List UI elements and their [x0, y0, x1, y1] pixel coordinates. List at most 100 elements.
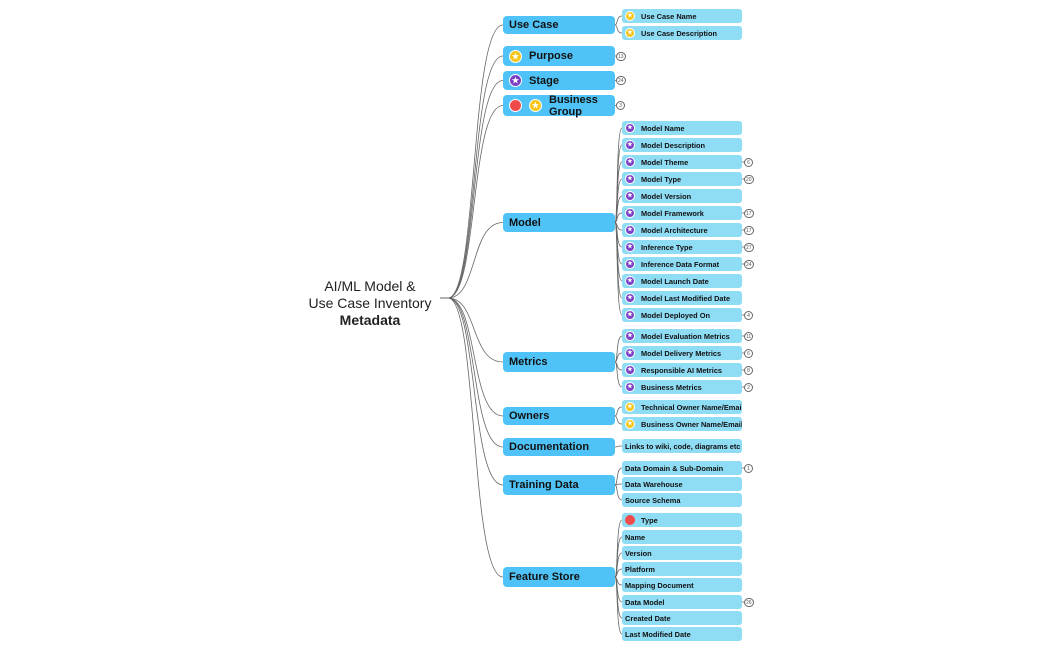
connector-line — [614, 178, 623, 223]
connector-line — [614, 576, 623, 603]
leaf-model-version[interactable]: ★Model Version — [622, 189, 742, 203]
leaf-count-badge[interactable]: 17 — [744, 208, 754, 218]
leaf-label: Use Case Description — [641, 28, 717, 38]
connector-line — [440, 297, 504, 448]
star-purple-icon: ★ — [625, 276, 635, 286]
leaf-label: Last Modified Date — [625, 629, 691, 639]
branch-metrics[interactable]: Metrics — [503, 352, 615, 372]
leaf-model-evaluation-metrics[interactable]: ★Model Evaluation Metrics — [622, 329, 742, 343]
leaf-last-modified-date[interactable]: Last Modified Date — [622, 627, 742, 641]
connector-line — [614, 335, 623, 363]
leaf-data-model[interactable]: Data Model — [622, 595, 742, 609]
leaf-created-date[interactable]: Created Date — [622, 611, 742, 625]
leaf-model-last-modified-date[interactable]: ★Model Last Modified Date — [622, 291, 742, 305]
leaf-version[interactable]: Version — [622, 546, 742, 560]
leaf-model-framework[interactable]: ★Model Framework — [622, 206, 742, 220]
leaf-technical-owner-name-email[interactable]: ★Technical Owner Name/Email — [622, 400, 742, 414]
branch-label: Training Data — [509, 479, 579, 491]
branch-purpose[interactable]: ★ Purpose — [503, 46, 615, 66]
leaf-links-to-wiki-code-diagrams-etc[interactable]: Links to wiki, code, diagrams etc — [622, 439, 742, 453]
leaf-count-badge[interactable]: 6 — [744, 348, 753, 358]
leaf-label: Model Version — [641, 191, 692, 201]
connector-line — [440, 297, 504, 578]
star-purple-icon: ★ — [625, 365, 635, 375]
leaf-model-architecture[interactable]: ★Model Architecture — [622, 223, 742, 237]
leaf-label: Created Date — [625, 613, 671, 623]
leaf-mapping-document[interactable]: Mapping Document — [622, 578, 742, 592]
leaf-model-delivery-metrics[interactable]: ★Model Delivery Metrics — [622, 346, 742, 360]
leaf-label: Name — [625, 532, 646, 542]
branch-count-badge[interactable]: 13 — [616, 51, 626, 61]
leaf-label: Data Domain & Sub-Domain — [625, 463, 724, 473]
connector-line — [614, 195, 623, 223]
branch-count-badge[interactable]: 3 — [616, 101, 625, 110]
leaf-model-launch-date[interactable]: ★ Model Launch Date — [622, 274, 742, 288]
root-title-line-1: AI/ML Model & — [324, 278, 416, 294]
connector-line — [614, 445, 623, 448]
leaf-label: Model Launch Date — [641, 276, 709, 286]
leaf-type[interactable]: Type — [622, 513, 742, 527]
branch-label: Purpose — [529, 50, 574, 62]
leaf-use-case-description[interactable]: ★ Use Case Description — [622, 26, 742, 40]
leaf-model-type[interactable]: ★Model Type — [622, 172, 742, 186]
branch-usecase[interactable]: Use Case — [503, 16, 615, 34]
leaf-label: Model Theme — [641, 157, 689, 167]
branch-label: Stage — [529, 74, 559, 87]
star-yellow-icon: ★ — [529, 99, 542, 112]
leaf-source-schema[interactable]: Source Schema — [622, 493, 742, 507]
leaf-business-metrics[interactable]: ★Business Metrics — [622, 380, 742, 394]
leaf-count-badge[interactable]: 27 — [744, 242, 754, 252]
connector-line — [614, 406, 623, 417]
star-purple-icon: ★ — [625, 382, 635, 392]
leaf-count-badge[interactable]: 26 — [744, 597, 754, 607]
connector-line — [440, 24, 504, 299]
connector-line — [614, 222, 623, 282]
connector-line — [614, 127, 623, 223]
leaf-count-badge[interactable]: 1 — [744, 463, 753, 473]
star-purple-icon: ★ — [625, 157, 635, 167]
leaf-model-name[interactable]: ★Model Name — [622, 121, 742, 135]
leaf-model-description[interactable]: ★Model Description — [622, 138, 742, 152]
leaf-count-badge[interactable]: 8 — [744, 365, 753, 375]
leaf-responsible-ai-metrics[interactable]: ★Responsible AI Metrics — [622, 363, 742, 377]
star-yellow-icon: ★ — [625, 28, 635, 38]
leaf-label: Model Framework — [641, 208, 704, 218]
red-dot-icon — [509, 99, 522, 112]
branch-count-badge[interactable]: 24 — [616, 76, 626, 85]
leaf-inference-type[interactable]: ★Inference Type — [622, 240, 742, 254]
branch-label: Owners — [509, 410, 550, 422]
leaf-name[interactable]: Name — [622, 530, 742, 544]
connector-line — [614, 161, 623, 223]
leaf-business-owner-name-email[interactable]: ★Business Owner Name/Email — [622, 417, 742, 431]
branch-feature[interactable]: Feature Store — [503, 567, 615, 587]
root-topic[interactable]: AI/ML Model & Use Case Inventory Metadat… — [300, 278, 440, 329]
star-yellow-icon: ★ — [509, 49, 522, 63]
leaf-model-deployed-on[interactable]: ★Model Deployed On — [622, 308, 742, 322]
branch-bizgroup[interactable]: ★Business Group — [503, 94, 615, 118]
leaf-count-badge[interactable]: 2 — [744, 382, 753, 392]
leaf-count-badge[interactable]: 17 — [744, 225, 754, 235]
leaf-model-theme[interactable]: ★ Model Theme — [622, 155, 742, 169]
leaf-data-domain-sub-domain[interactable]: Data Domain & Sub-Domain — [622, 461, 742, 475]
connector-line — [614, 536, 623, 578]
leaf-data-warehouse[interactable]: Data Warehouse — [622, 477, 742, 491]
star-purple-icon: ★ — [625, 310, 635, 320]
leaf-count-badge[interactable]: 6 — [744, 157, 753, 167]
leaf-use-case-name[interactable]: ★Use Case Name — [622, 9, 742, 23]
leaf-count-badge[interactable]: 20 — [744, 174, 754, 184]
branch-stage[interactable]: ★Stage — [503, 71, 615, 90]
connector-line — [614, 144, 623, 223]
branch-documentation[interactable]: Documentation — [503, 438, 615, 456]
branch-owners[interactable]: Owners — [503, 407, 615, 425]
branch-training[interactable]: Training Data — [503, 475, 615, 495]
leaf-count-badge[interactable]: 24 — [744, 259, 754, 269]
connector-line — [614, 222, 623, 231]
leaf-count-badge[interactable]: 11 — [744, 331, 754, 341]
leaf-count-badge[interactable]: 4 — [744, 310, 753, 320]
leaf-label: Model Last Modified Date — [641, 293, 731, 303]
leaf-platform[interactable]: Platform — [622, 562, 742, 576]
leaf-inference-data-format[interactable]: ★Inference Data Format — [622, 257, 742, 271]
branch-model[interactable]: Model — [503, 213, 615, 232]
connector-line — [614, 361, 623, 371]
connector-line — [440, 297, 504, 417]
